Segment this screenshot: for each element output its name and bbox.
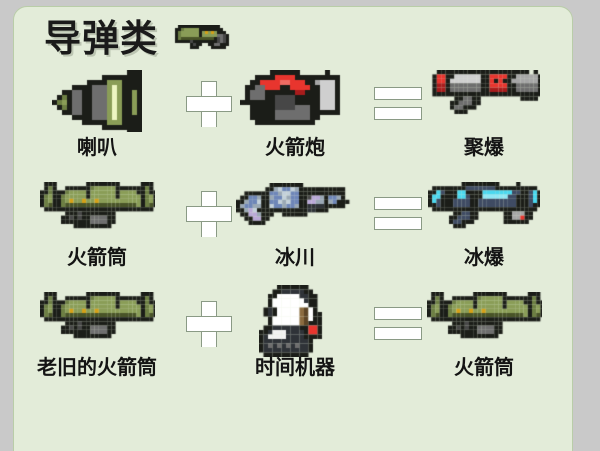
recipe-result[interactable]: 火箭筒 <box>409 285 559 395</box>
recipe-ingredient-a[interactable]: 火箭筒 <box>22 175 172 285</box>
horn-blaster-icon <box>52 65 142 137</box>
glacier-rifle-icon <box>236 175 354 247</box>
equals-operator-icon <box>374 87 422 127</box>
recipe-ingredient-a[interactable]: 喇叭 <box>22 65 172 175</box>
recipe-result[interactable]: 聚爆 <box>409 65 559 175</box>
item-label: 喇叭 <box>77 135 117 159</box>
time-machine-icon <box>259 285 331 357</box>
item-label: 时间机器 <box>255 355 335 379</box>
implosion-launcher-icon <box>428 65 540 137</box>
item-label: 冰川 <box>275 245 315 269</box>
equals-operator-icon <box>374 307 422 347</box>
plus-operator-icon <box>186 191 232 237</box>
recipe-row: 火箭筒 冰川 冰爆 <box>14 175 574 285</box>
equals-operator-icon <box>374 197 422 237</box>
recipe-result[interactable]: 冰爆 <box>409 175 559 285</box>
item-label: 火箭炮 <box>265 135 325 159</box>
recipe-ingredient-b[interactable]: 时间机器 <box>220 285 370 395</box>
plus-operator-icon <box>186 301 232 347</box>
rocket-launcher-icon <box>39 175 155 247</box>
rocket-launcher-icon <box>426 285 542 357</box>
recipe-ingredient-b[interactable]: 火箭炮 <box>220 65 370 175</box>
item-label: 火箭筒 <box>454 355 514 379</box>
page-title: 导弹类 <box>44 16 158 60</box>
recipe-list: 喇叭 火箭炮 聚爆 <box>14 65 574 395</box>
item-label: 聚爆 <box>464 135 504 159</box>
rocket-launcher-icon <box>172 25 230 51</box>
recipe-row: 老旧的火箭筒 时间机器 <box>14 285 574 395</box>
recipe-ingredient-a[interactable]: 老旧的火箭筒 <box>22 285 172 395</box>
page-title-row: 导弹类 <box>44 15 230 61</box>
recipe-ingredient-b[interactable]: 冰川 <box>220 175 370 285</box>
red-bazooka-icon <box>240 65 350 137</box>
ice-blast-launcher-icon <box>428 175 540 247</box>
old-rocket-launcher-icon <box>39 285 155 357</box>
recipe-row: 喇叭 火箭炮 聚爆 <box>14 65 574 175</box>
item-label: 冰爆 <box>464 245 504 269</box>
missile-category-card: 导弹类 喇叭 <box>13 6 573 451</box>
plus-operator-icon <box>186 81 232 127</box>
item-label: 火箭筒 <box>67 245 127 269</box>
item-label: 老旧的火箭筒 <box>37 355 157 379</box>
